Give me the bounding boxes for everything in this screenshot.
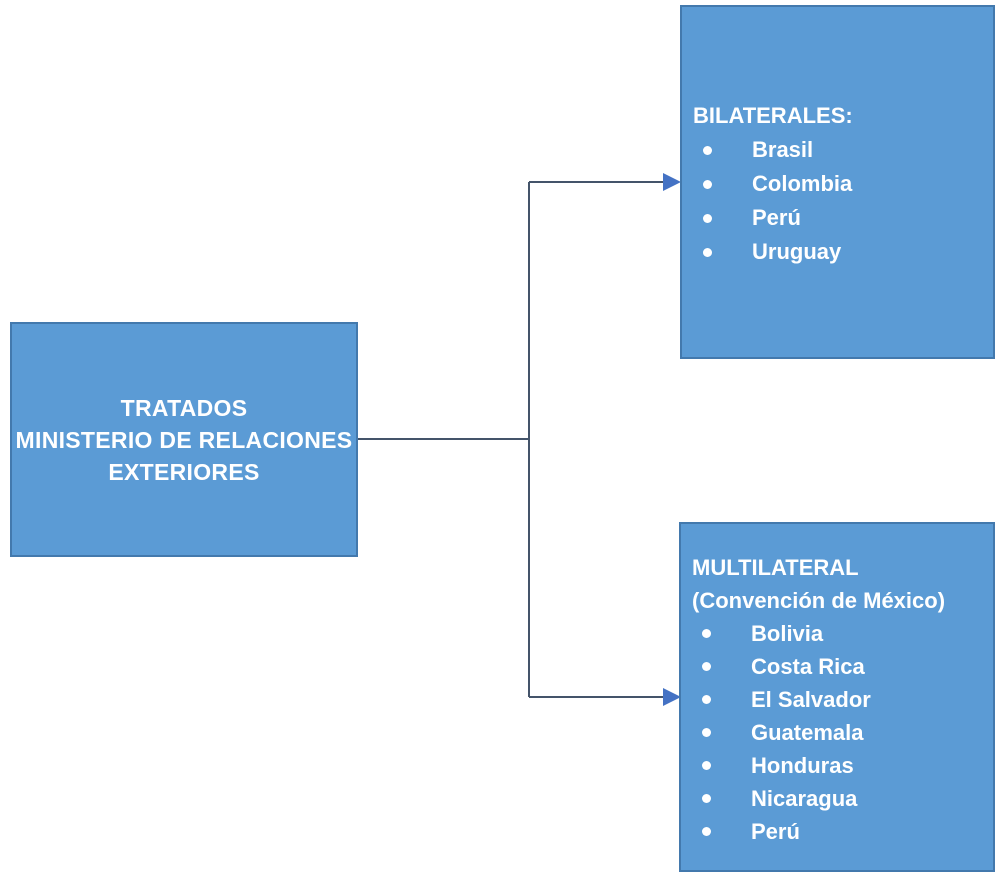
multilateral-title-line2: (Convención de México)	[692, 588, 946, 613]
bullet-icon	[702, 728, 711, 737]
list-item-label: Honduras	[751, 753, 854, 778]
list-item-label: Perú	[752, 205, 801, 230]
bullet-icon	[702, 662, 711, 671]
root-node-line3: EXTERIORES	[108, 458, 260, 485]
list-item: Perú	[693, 201, 985, 235]
list-item: Nicaragua	[692, 782, 985, 815]
bullet-icon	[702, 629, 711, 638]
list-item: Honduras	[692, 749, 985, 782]
bilateral-title: BILATERALES:	[693, 103, 853, 128]
list-item: Colombia	[693, 167, 985, 201]
arrowhead-top-icon	[663, 173, 681, 191]
list-item: Guatemala	[692, 716, 985, 749]
bullet-icon	[703, 179, 712, 189]
multilateral-list: Bolivia Costa Rica El Salvador Guatemala…	[692, 617, 985, 848]
list-item-label: Guatemala	[751, 720, 864, 745]
list-item-label: Uruguay	[752, 239, 842, 264]
bullet-icon	[703, 145, 712, 155]
list-item-label: Colombia	[752, 171, 853, 196]
multilateral-node: MULTILATERAL (Convención de México) Boli…	[679, 522, 995, 872]
bilateral-list: Brasil Colombia Perú Uruguay	[693, 133, 985, 269]
list-item: Bolivia	[692, 617, 985, 650]
list-item-label: Nicaragua	[751, 786, 858, 811]
list-item-label: El Salvador	[751, 687, 871, 712]
bullet-icon	[703, 247, 712, 257]
list-item-label: Bolivia	[751, 621, 824, 646]
bullet-icon	[703, 213, 712, 223]
list-item: Brasil	[693, 133, 985, 167]
bilateral-node: BILATERALES: Brasil Colombia Perú Urugua…	[680, 5, 995, 359]
bullet-icon	[702, 794, 711, 803]
bullet-icon	[702, 695, 711, 704]
list-item-label: Costa Rica	[751, 654, 865, 679]
bullet-icon	[702, 761, 711, 770]
bullet-icon	[702, 827, 711, 836]
list-item: Costa Rica	[692, 650, 985, 683]
root-node-line2: MINISTERIO DE RELACIONES	[15, 426, 353, 453]
list-item: Uruguay	[693, 235, 985, 269]
multilateral-title-line1: MULTILATERAL	[692, 555, 859, 580]
list-item-label: Perú	[751, 819, 800, 844]
list-item: El Salvador	[692, 683, 985, 716]
root-node-line1: TRATADOS	[120, 394, 248, 421]
list-item-label: Brasil	[752, 137, 814, 162]
list-item: Perú	[692, 815, 985, 848]
root-node-tratados: TRATADOS MINISTERIO DE RELACIONES EXTERI…	[10, 322, 358, 557]
